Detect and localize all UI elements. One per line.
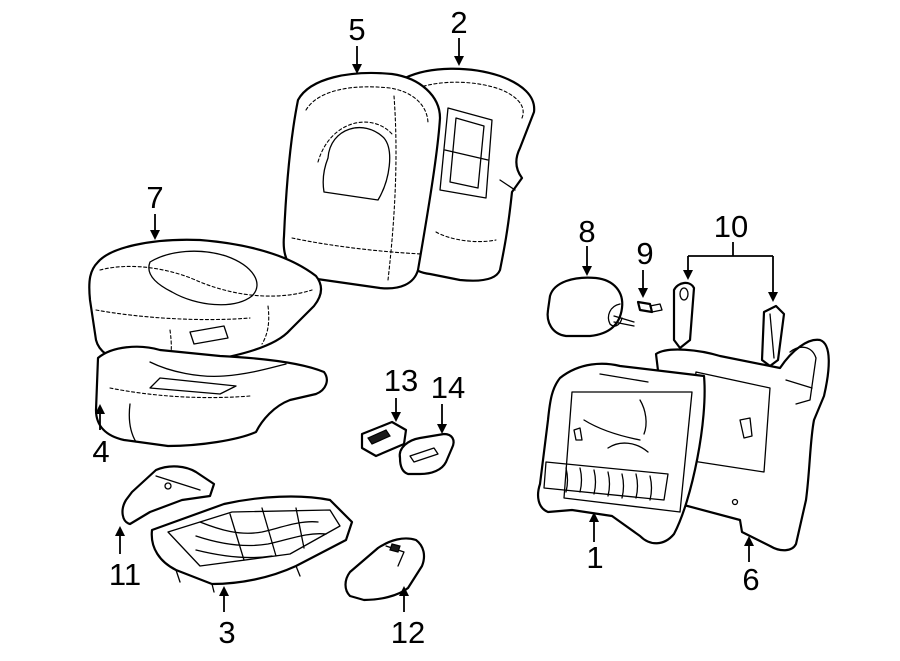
headrest-guide-left [672,281,696,350]
side-trim-shield [121,465,216,526]
callout-4: 4 [92,434,109,469]
seat-back-cover [282,71,442,290]
callout-10: 10 [714,209,748,244]
seat-cushion-frame [150,495,354,593]
callout-6: 6 [742,562,759,597]
power-seat-switch [360,420,408,458]
leader-lines [95,38,778,612]
recliner-cover [344,537,426,602]
headrest-guide-right [760,304,786,368]
callout-12: 12 [391,615,425,650]
seat-cushion-cover [88,238,323,368]
callout-5: 5 [348,12,365,47]
callout-2: 2 [450,5,467,40]
bolt [636,300,663,314]
callout-13: 13 [384,363,418,398]
callout-11: 11 [109,557,141,592]
callout-7: 7 [146,180,163,215]
headrest [546,276,635,338]
callout-3: 3 [218,615,235,650]
callout-1: 1 [586,540,603,575]
callout-labels: 5 2 7 4 11 3 12 13 14 8 9 10 1 6 [92,5,759,650]
switch-bezel [398,432,455,476]
callout-8: 8 [578,214,595,249]
callout-9: 9 [636,236,653,271]
seat-cushion-pad [94,345,328,448]
seat-back-frame [537,362,706,545]
callout-14: 14 [431,370,465,405]
